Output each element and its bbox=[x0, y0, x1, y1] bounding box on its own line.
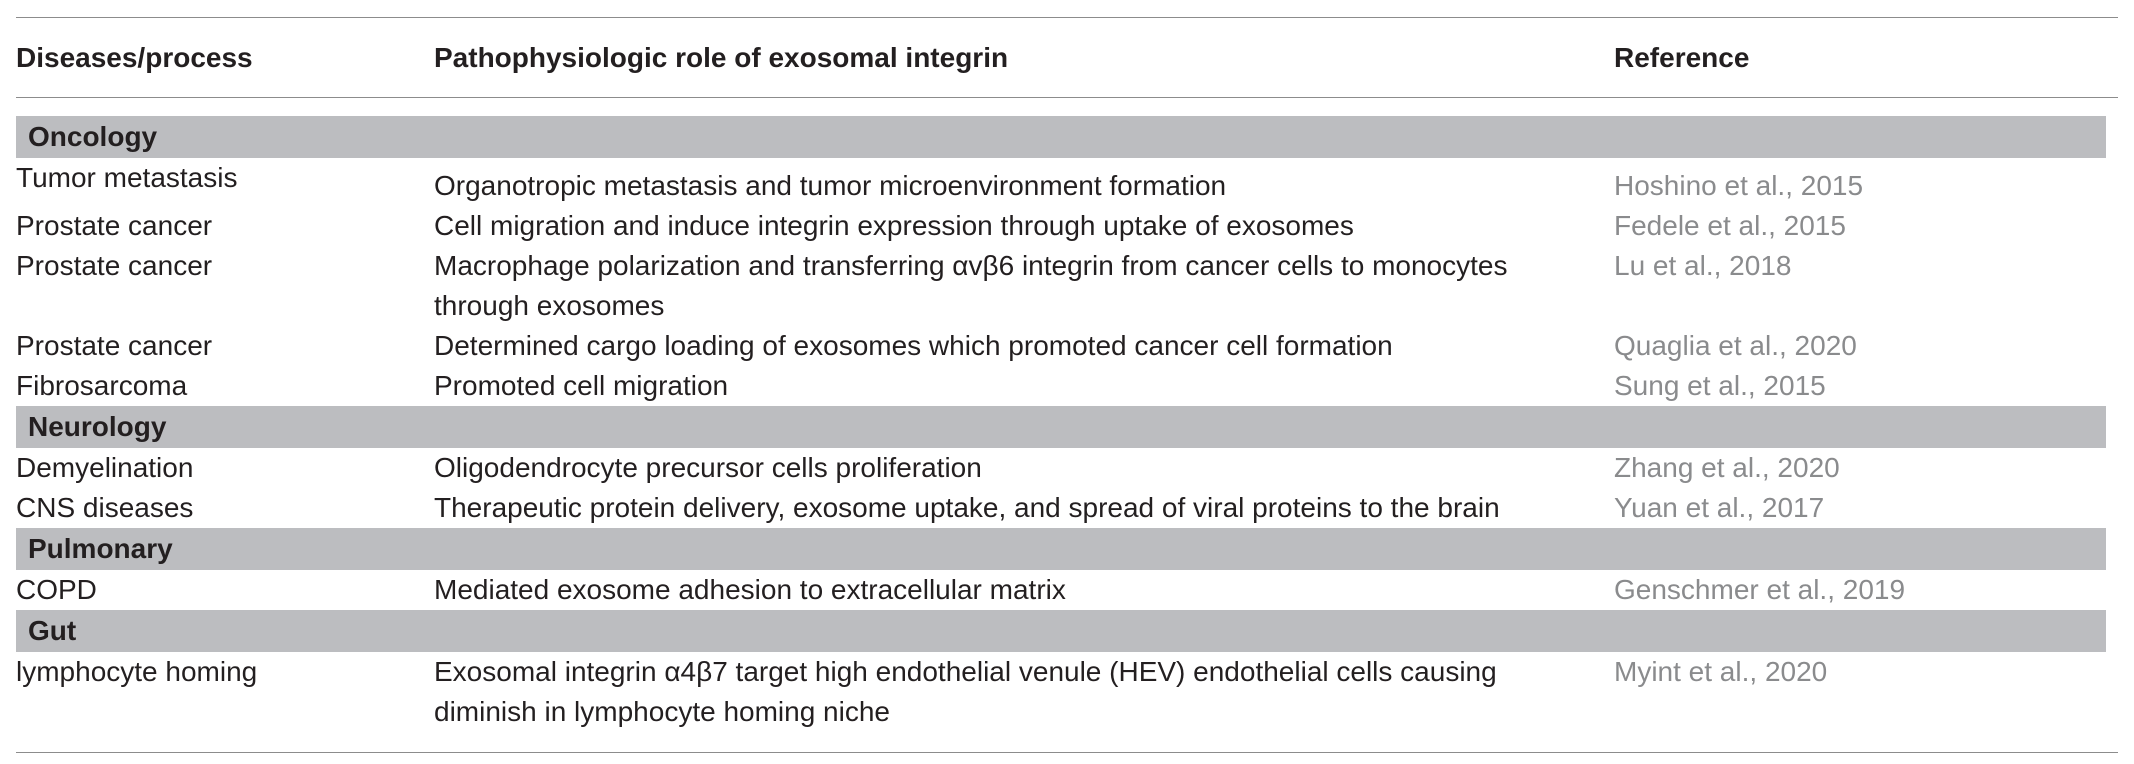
cell-disease: Fibrosarcoma bbox=[16, 370, 188, 401]
cell-reference: Genschmer et al., 2019 bbox=[1614, 574, 1906, 605]
cell-disease: Prostate cancer bbox=[16, 210, 213, 241]
table-row: CNS diseases Therapeutic protein delivery… bbox=[16, 488, 2118, 528]
section-header-gut: Gut bbox=[16, 610, 2106, 652]
cell-role: Determined cargo loading of exosomes whi… bbox=[434, 330, 1393, 361]
cell-disease: Demyelination bbox=[16, 452, 194, 483]
exosomal-integrin-table: Diseases/process Pathophysiologic role o… bbox=[16, 17, 2118, 753]
header-role: Pathophysiologic role of exosomal integr… bbox=[434, 41, 1009, 73]
cell-disease: CNS diseases bbox=[16, 492, 194, 523]
cell-reference: Yuan et al., 2017 bbox=[1614, 492, 1825, 523]
cell-role: Mediated exosome adhesion to extracellul… bbox=[434, 574, 1066, 605]
cell-disease: COPD bbox=[16, 574, 97, 605]
table-row: Fibrosarcoma Promoted cell migration Sung … bbox=[16, 366, 2118, 406]
cell-reference: Zhang et al., 2020 bbox=[1614, 452, 1840, 483]
cell-role: Promoted cell migration bbox=[434, 370, 729, 401]
table-header-row: Diseases/process Pathophysiologic role o… bbox=[16, 18, 2118, 97]
cell-disease: Prostate cancer bbox=[16, 250, 213, 281]
table-header-rule bbox=[16, 97, 2118, 98]
header-diseases: Diseases/process bbox=[16, 41, 253, 73]
cell-role: Macrophage polarization and transferring… bbox=[434, 250, 1508, 321]
cell-disease: Prostate cancer bbox=[16, 330, 213, 361]
table-row: Prostate cancer Cell migration and induce… bbox=[16, 206, 2118, 246]
table-row: Prostate cancer Determined cargo loading … bbox=[16, 326, 2118, 366]
cell-disease: lymphocyte homing bbox=[16, 656, 258, 687]
header-reference: Reference bbox=[1614, 41, 1750, 73]
cell-role: Exosomal integrin α4β7 target high endot… bbox=[434, 656, 1497, 727]
cell-role: Therapeutic protein delivery, exosome up… bbox=[434, 492, 1500, 523]
table-top-rule bbox=[16, 17, 2118, 18]
section-header-neurology: Neurology bbox=[16, 406, 2106, 448]
cell-reference: Sung et al., 2015 bbox=[1614, 370, 1826, 401]
cell-role: Oligodendrocyte precursor cells prolifer… bbox=[434, 452, 982, 483]
table-bottom-rule bbox=[16, 752, 2118, 753]
table-row: COPD Mediated exosome adhesion to extrace… bbox=[16, 570, 2118, 610]
cell-role: Cell migration and induce integrin expre… bbox=[434, 210, 1354, 241]
cell-reference: Fedele et al., 2015 bbox=[1614, 210, 1846, 241]
section-header-pulmonary: Pulmonary bbox=[16, 528, 2106, 570]
table-row: lymphocyte homing Exosomal integrin α4β7 … bbox=[16, 652, 2118, 732]
section-header-oncology: Oncology bbox=[16, 116, 2106, 158]
cell-reference: Quaglia et al., 2020 bbox=[1614, 330, 1857, 361]
cell-reference: Myint et al., 2020 bbox=[1614, 656, 1828, 687]
cell-reference: Hoshino et al., 2015 bbox=[1614, 170, 1864, 201]
cell-disease: Tumor metastasis bbox=[16, 162, 238, 193]
cell-reference: Lu et al., 2018 bbox=[1614, 250, 1792, 281]
table-row: Tumor metastasis Organotropic metastasis … bbox=[16, 158, 2118, 206]
table-row: Prostate cancer Macrophage polarization a… bbox=[16, 246, 2118, 326]
cell-role: Organotropic metastasis and tumor microe… bbox=[434, 170, 1227, 201]
table-row: Demyelination Oligodendrocyte precursor c… bbox=[16, 448, 2118, 488]
